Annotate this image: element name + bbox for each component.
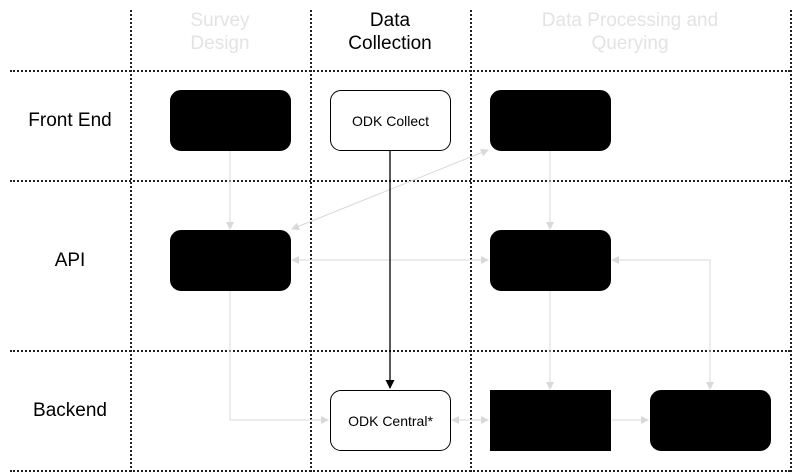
processing-api-node[interactable] (490, 230, 611, 291)
survey-api-node[interactable] (170, 230, 291, 291)
row-label-backend: Backend (33, 400, 107, 421)
column-divider-4 (790, 10, 792, 472)
column-divider-2 (310, 10, 312, 472)
row-label-front-end: Front End (28, 110, 112, 131)
odk-central-label: ODK Central* (348, 412, 433, 429)
column-divider-1 (130, 10, 132, 472)
column-header-survey-design: Survey Design (190, 10, 250, 54)
survey-frontend-node[interactable] (170, 90, 291, 151)
row-divider-3 (10, 350, 790, 352)
processing-backend-node[interactable] (490, 390, 611, 451)
processing-frontend-node[interactable] (490, 90, 611, 151)
data-store-node[interactable] (650, 390, 771, 451)
row-divider-2 (10, 180, 790, 182)
column-header-data-collection: Data Collection (348, 10, 432, 54)
column-divider-3 (470, 10, 472, 472)
row-divider-1 (10, 70, 790, 72)
row-divider-4 (10, 470, 790, 472)
row-label-api: API (54, 250, 86, 271)
edge-survey-api-to-central (229, 291, 329, 424)
edge-store-to-processing-api (611, 256, 714, 390)
odk-collect-label: ODK Collect (351, 112, 430, 129)
odk-collect-node[interactable]: ODK Collect (330, 90, 451, 151)
edge-survey-api-to-processing-frontend (291, 148, 489, 231)
column-header-data-processing: Data Processing and Querying (541, 10, 719, 54)
odk-central-node[interactable]: ODK Central* (330, 390, 451, 451)
